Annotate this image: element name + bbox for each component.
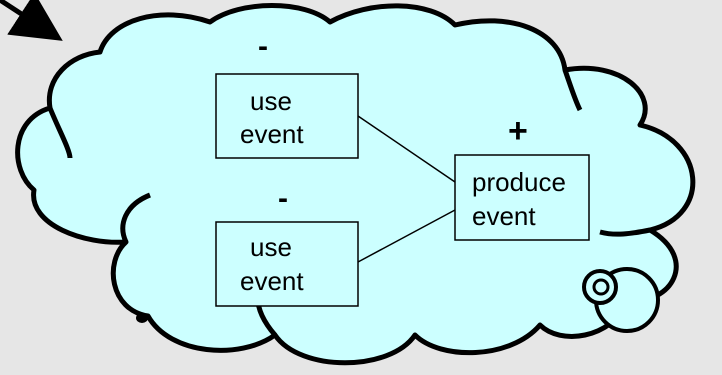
node-use-event-top: use event	[215, 73, 359, 159]
edge-use2-produce	[357, 209, 456, 263]
thought-bubbles	[136, 267, 660, 333]
node-label-line2: event	[240, 266, 304, 296]
edge-use1-produce	[357, 115, 456, 183]
sign-minus-bottom: -	[278, 182, 288, 215]
node-label-line1: use	[250, 86, 292, 116]
node-label-line1: produce	[472, 167, 566, 197]
node-label-line1: use	[250, 232, 292, 262]
node-label-line2: event	[240, 119, 304, 149]
pointer-arrow	[0, 0, 63, 41]
node-label-line2: event	[472, 201, 536, 231]
cloud-shape	[15, 3, 696, 366]
sign-plus: +	[508, 112, 528, 150]
node-produce-event: produce event	[454, 154, 590, 241]
node-use-event-bottom: use event	[215, 221, 359, 307]
sign-minus-top: -	[258, 30, 268, 63]
